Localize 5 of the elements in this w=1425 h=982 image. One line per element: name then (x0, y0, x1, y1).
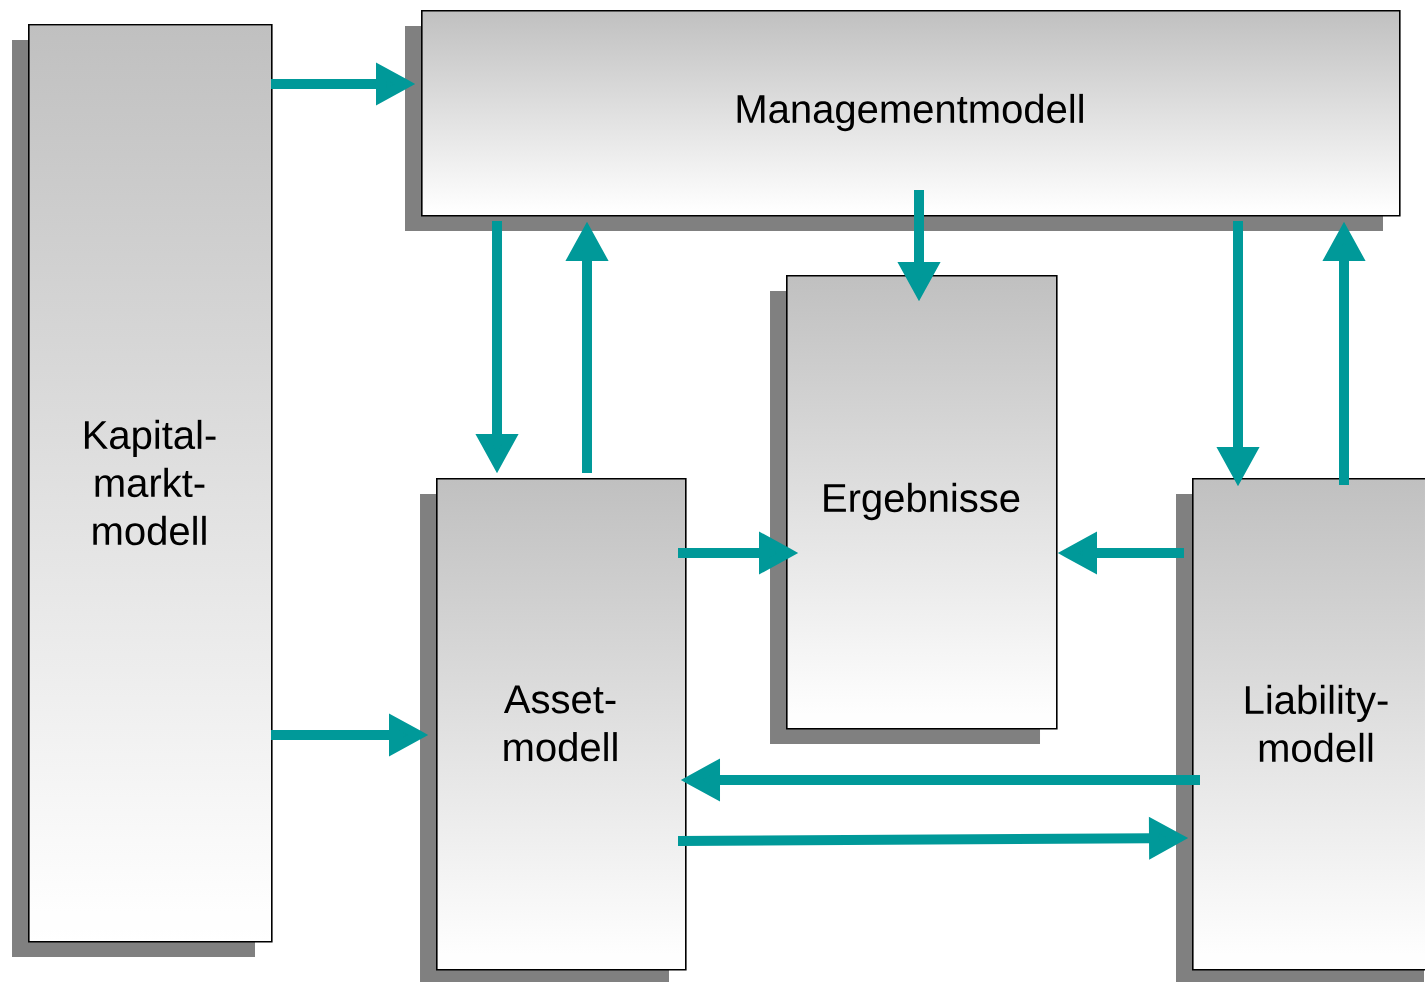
process-box: Managementmodell (405, 10, 1401, 231)
process-box: Asset- modell (420, 478, 687, 982)
process-box: Kapital- markt- modell (12, 24, 273, 957)
process-box: Liability- modell (1176, 478, 1425, 982)
process-box: Ergebnisse (770, 275, 1058, 744)
